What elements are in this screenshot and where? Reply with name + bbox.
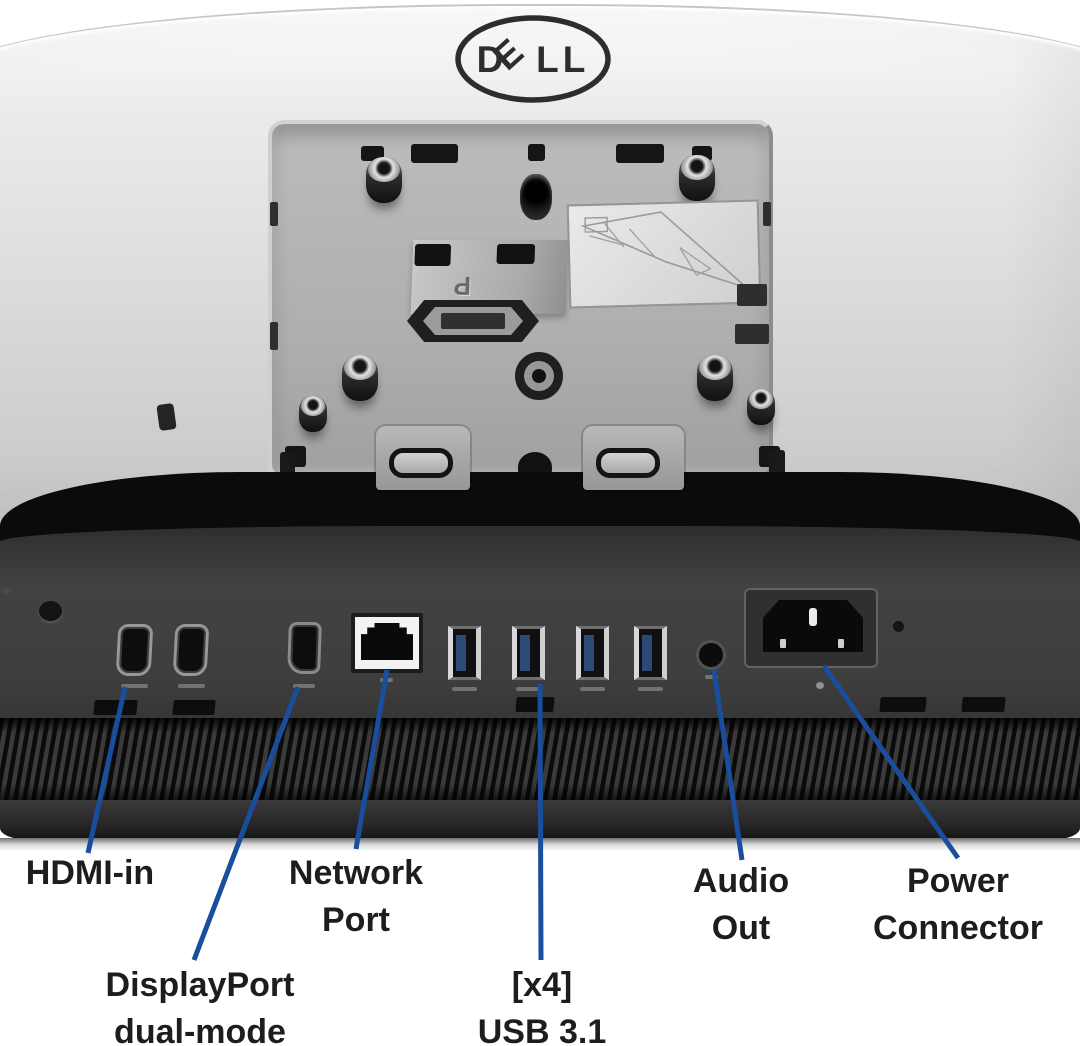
vesa-mount-recess: P bbox=[268, 120, 780, 480]
stand-bracket-slot bbox=[596, 448, 660, 478]
ethernet-port-frame bbox=[355, 617, 419, 669]
hdmi-port-icon bbox=[172, 624, 210, 676]
led-dot bbox=[816, 682, 824, 689]
reset-pinhole bbox=[893, 621, 904, 632]
vent-slot bbox=[961, 697, 1006, 712]
vesa-screw-icon bbox=[747, 389, 775, 425]
label-power-line1: Power bbox=[906, 862, 1010, 900]
latch-release-icon bbox=[407, 300, 539, 342]
port-sublabel bbox=[638, 687, 663, 691]
vesa-slot bbox=[616, 144, 664, 163]
c14-pin bbox=[809, 608, 817, 626]
port-sublabel bbox=[516, 687, 541, 691]
label-usb-line1: [x4] bbox=[511, 966, 573, 1004]
vesa-slot bbox=[411, 144, 458, 163]
ethernet-port-icon bbox=[351, 613, 423, 673]
label-displayport: DisplayPort dual-mode bbox=[80, 962, 320, 1046]
dell-logo: DELL bbox=[455, 15, 611, 103]
c14-inlet bbox=[763, 600, 863, 652]
recess-notch bbox=[735, 324, 769, 344]
vesa-screw-icon bbox=[679, 155, 715, 201]
port-sublabel bbox=[121, 684, 148, 688]
latch-slot bbox=[496, 244, 536, 264]
vent-slot bbox=[93, 700, 138, 715]
recess-notch bbox=[737, 284, 767, 306]
center-screw-hole bbox=[515, 352, 563, 400]
dell-logo-text: DELL bbox=[477, 28, 590, 80]
label-displayport-line2: dual-mode bbox=[114, 1013, 286, 1046]
port-sublabel bbox=[178, 684, 205, 688]
latch-slot bbox=[414, 244, 452, 266]
usb-tongue bbox=[520, 635, 530, 671]
label-audio-line1: Audio bbox=[692, 862, 790, 900]
panel-slot bbox=[156, 402, 177, 432]
usb-tongue bbox=[642, 635, 652, 671]
displayport-icon bbox=[287, 622, 322, 674]
vent-slot bbox=[879, 697, 927, 712]
port-sublabel bbox=[293, 684, 315, 688]
label-usb-line2: USB 3.1 bbox=[477, 1013, 607, 1046]
recess-notch bbox=[270, 202, 278, 226]
vesa-screw-icon bbox=[697, 355, 733, 401]
hdmi-port-icon bbox=[115, 624, 154, 676]
usb-port-icon bbox=[512, 626, 545, 680]
audio-jack-icon bbox=[696, 640, 726, 670]
latch-release-core bbox=[441, 313, 505, 329]
c14-contact bbox=[838, 639, 844, 648]
power-connector-icon bbox=[744, 588, 878, 668]
ethernet-jack bbox=[361, 623, 413, 660]
instruction-sketch bbox=[580, 211, 748, 289]
vesa-slot bbox=[528, 144, 545, 161]
vent-slot bbox=[515, 697, 555, 712]
port-sublabel bbox=[705, 675, 718, 679]
label-power: Power Connector bbox=[858, 858, 1058, 952]
vesa-screw-icon bbox=[366, 157, 402, 203]
c14-contact bbox=[780, 639, 786, 648]
instruction-label bbox=[566, 199, 762, 309]
label-network-line2: Port bbox=[322, 901, 390, 939]
usb-port-icon bbox=[448, 626, 481, 680]
vesa-screw-icon bbox=[299, 396, 327, 432]
recess-notch bbox=[763, 202, 771, 226]
vesa-screw-icon bbox=[342, 355, 378, 401]
stand-bracket bbox=[583, 426, 684, 490]
port-sublabel bbox=[580, 687, 605, 691]
label-network-line1: Network bbox=[288, 854, 424, 892]
security-hole bbox=[39, 601, 62, 621]
label-audio-line2: Out bbox=[711, 909, 771, 947]
label-displayport-line1: DisplayPort bbox=[105, 966, 295, 1004]
usb-tongue bbox=[456, 635, 466, 671]
port-sublabel bbox=[380, 678, 393, 682]
cable-grommet bbox=[520, 174, 552, 220]
stand-bracket bbox=[376, 426, 470, 490]
label-audio: Audio Out bbox=[661, 858, 821, 952]
label-power-line2: Connector bbox=[873, 909, 1043, 947]
label-hdmi: HDMI-in bbox=[10, 850, 170, 897]
label-network: Network Port bbox=[266, 850, 446, 944]
label-usb: [x4] USB 3.1 bbox=[462, 962, 622, 1046]
usb-tongue bbox=[584, 635, 594, 671]
vent-slot bbox=[172, 700, 216, 715]
edge-mark bbox=[2, 588, 11, 594]
port-sublabel bbox=[452, 687, 477, 691]
latch-mark: P bbox=[453, 271, 472, 301]
label-hdmi-line1: HDMI-in bbox=[25, 854, 155, 892]
stand-bracket-slot bbox=[389, 448, 453, 478]
cooling-vents bbox=[0, 718, 1080, 802]
bottom-edge bbox=[0, 800, 1080, 840]
usb-port-icon bbox=[634, 626, 667, 680]
usb-port-icon bbox=[576, 626, 609, 680]
recess-notch bbox=[270, 322, 278, 350]
